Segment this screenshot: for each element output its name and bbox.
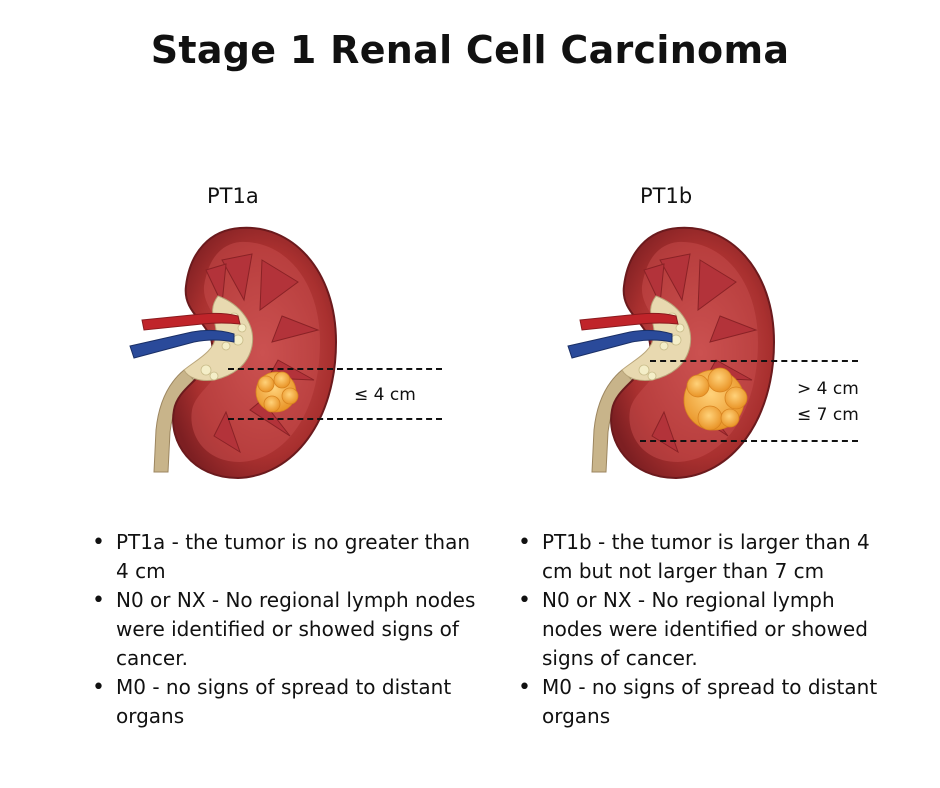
pt1a-label: PT1a xyxy=(207,184,259,208)
renal-vein xyxy=(129,329,235,359)
measure-line-top-left xyxy=(228,368,442,370)
measure-text-min: > 4 cm xyxy=(797,379,859,399)
measure-line-top-right xyxy=(650,360,858,362)
measure-label-pt1a: ≤ 4 cm xyxy=(354,382,416,408)
renal-artery xyxy=(141,312,241,331)
list-item: N0 or NX - No regional lymph nodes were … xyxy=(92,586,476,673)
kidney-illustration-pt1b xyxy=(567,226,776,480)
list-item: PT1a - the tumor is no greater than 4 cm xyxy=(92,528,476,586)
pt1a-criteria-list: PT1a - the tumor is no greater than 4 cm… xyxy=(92,528,476,731)
measure-text-max: ≤ 7 cm xyxy=(797,405,859,425)
tumor xyxy=(683,367,748,431)
renal-vein xyxy=(567,329,673,359)
pt1b-criteria-list: PT1b - the tumor is larger than 4 cm but… xyxy=(518,528,882,731)
measure-line-bottom-left xyxy=(228,418,442,420)
list-item: N0 or NX - No regional lymph nodes were … xyxy=(518,586,882,673)
measure-line-bottom-right xyxy=(640,440,858,442)
measure-text: ≤ 4 cm xyxy=(354,385,416,405)
kidney-illustration-pt1a xyxy=(129,226,338,480)
page-title: Stage 1 Renal Cell Carcinoma xyxy=(150,28,790,72)
list-item: M0 - no signs of spread to distant organ… xyxy=(518,673,882,731)
list-item: PT1b - the tumor is larger than 4 cm but… xyxy=(518,528,882,586)
measure-label-pt1b: > 4 cm ≤ 7 cm xyxy=(797,376,859,428)
renal-artery xyxy=(579,312,679,331)
pt1b-label: PT1b xyxy=(640,184,693,208)
list-item: M0 - no signs of spread to distant organ… xyxy=(92,673,476,731)
tumor xyxy=(255,371,299,413)
